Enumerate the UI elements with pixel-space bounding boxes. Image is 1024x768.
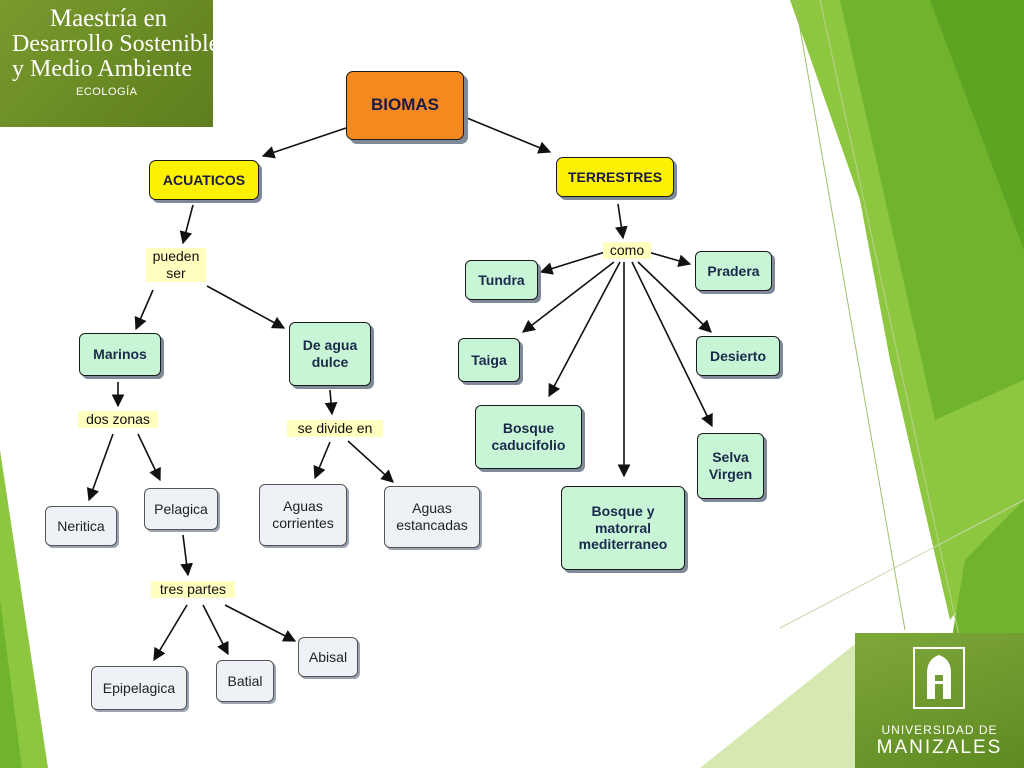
link-como: como	[603, 242, 651, 259]
logo-line-4: ECOLOGÍA	[76, 85, 138, 98]
node-marinos: Marinos	[79, 333, 161, 376]
node-biomas: BIOMAS	[346, 71, 464, 140]
node-terrestres: TERRESTRES	[556, 157, 674, 197]
university-line-1: UNIVERSIDAD DE	[881, 723, 998, 737]
node-bosque-mediterraneo: Bosque y matorral mediterraneo	[561, 486, 685, 570]
node-aguas-estancadas: Aguas estancadas	[384, 486, 480, 548]
node-bosque-caducifolio: Bosque caducifolio	[475, 405, 582, 469]
node-acuaticos: ACUATICOS	[149, 160, 259, 200]
logo-line-2: Desarrollo Sostenible	[12, 31, 220, 58]
program-logo: Maestría en Desarrollo Sostenible y Medi…	[0, 0, 220, 127]
node-pelagica: Pelagica	[144, 488, 218, 530]
node-desierto: Desierto	[696, 336, 780, 376]
node-aguas-corrientes: Aguas corrientes	[259, 484, 347, 546]
link-tres-partes: tres partes	[151, 581, 235, 598]
link-pueden-ser: pueden ser	[146, 248, 206, 282]
node-de-agua-dulce: De agua dulce	[289, 322, 371, 386]
link-se-divide-en: se divide en	[287, 420, 383, 437]
node-pradera: Pradera	[695, 251, 772, 291]
link-dos-zonas: dos zonas	[78, 411, 158, 428]
logo-line-3: y Medio Ambiente	[12, 56, 192, 83]
university-emblem-icon	[913, 647, 965, 709]
node-selva-virgen: Selva Virgen	[697, 433, 764, 499]
university-logo: UNIVERSIDAD DE MANIZALES	[855, 633, 1024, 768]
node-epipelagica: Epipelagica	[91, 666, 187, 710]
node-tundra: Tundra	[465, 260, 538, 300]
node-batial: Batial	[216, 660, 274, 702]
node-abisal: Abisal	[298, 637, 358, 677]
node-taiga: Taiga	[458, 338, 520, 382]
node-neritica: Neritica	[45, 506, 117, 546]
logo-line-1: Maestría en	[49, 5, 168, 32]
university-line-2: MANIZALES	[876, 737, 1003, 758]
